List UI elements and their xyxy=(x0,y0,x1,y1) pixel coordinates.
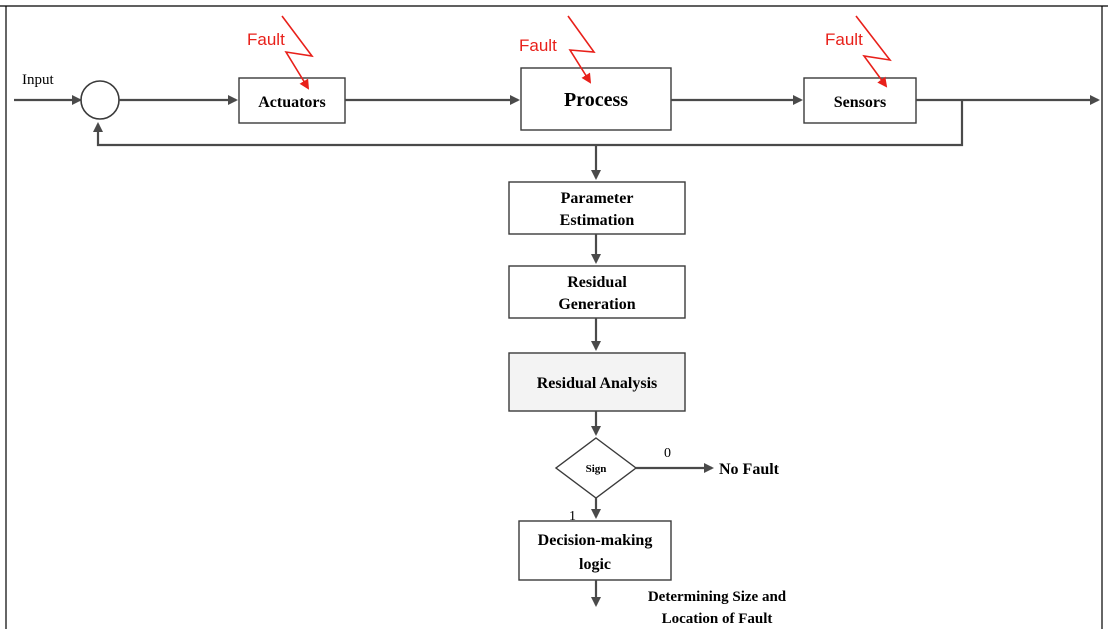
parameter-estimation-label-2: Estimation xyxy=(560,212,635,229)
parameter-estimation-label-1: Parameter xyxy=(561,190,634,207)
decision-logic-label-1: Decision-making xyxy=(538,532,653,549)
branch-zero-label: 0 xyxy=(664,446,671,461)
residual-analysis-label: Residual Analysis xyxy=(537,375,657,392)
actuators-label: Actuators xyxy=(258,94,326,111)
sign-label: Sign xyxy=(586,463,607,475)
process-fault-label: Fault xyxy=(519,36,557,55)
residual-generation-label-1: Residual xyxy=(567,274,627,291)
sensors-label: Sensors xyxy=(834,94,886,111)
sensors-box xyxy=(803,77,917,124)
feedback-arrow xyxy=(93,100,964,147)
decision-logic-box xyxy=(518,520,672,581)
actuators-box xyxy=(238,77,346,124)
actuators-fault-bolt xyxy=(281,15,314,90)
sensors-fault-bolt xyxy=(855,15,892,88)
process-label: Process xyxy=(564,89,628,111)
sensors-fault-label: Fault xyxy=(825,30,863,49)
residual-generation-label-2: Generation xyxy=(558,296,635,313)
decision-logic-label-2: logic xyxy=(579,556,611,573)
output-label-2: Location of Fault xyxy=(662,611,773,627)
summing-junction xyxy=(80,80,120,120)
parameter-estimation-box xyxy=(508,181,686,235)
actuators-fault-label: Fault xyxy=(247,30,285,49)
input-label: Input xyxy=(22,72,54,88)
process-fault-bolt xyxy=(567,15,596,84)
no-fault-label: No Fault xyxy=(719,461,780,478)
output-label-1: Determining Size and xyxy=(648,589,787,605)
branch-one-label: 1 xyxy=(569,509,576,524)
